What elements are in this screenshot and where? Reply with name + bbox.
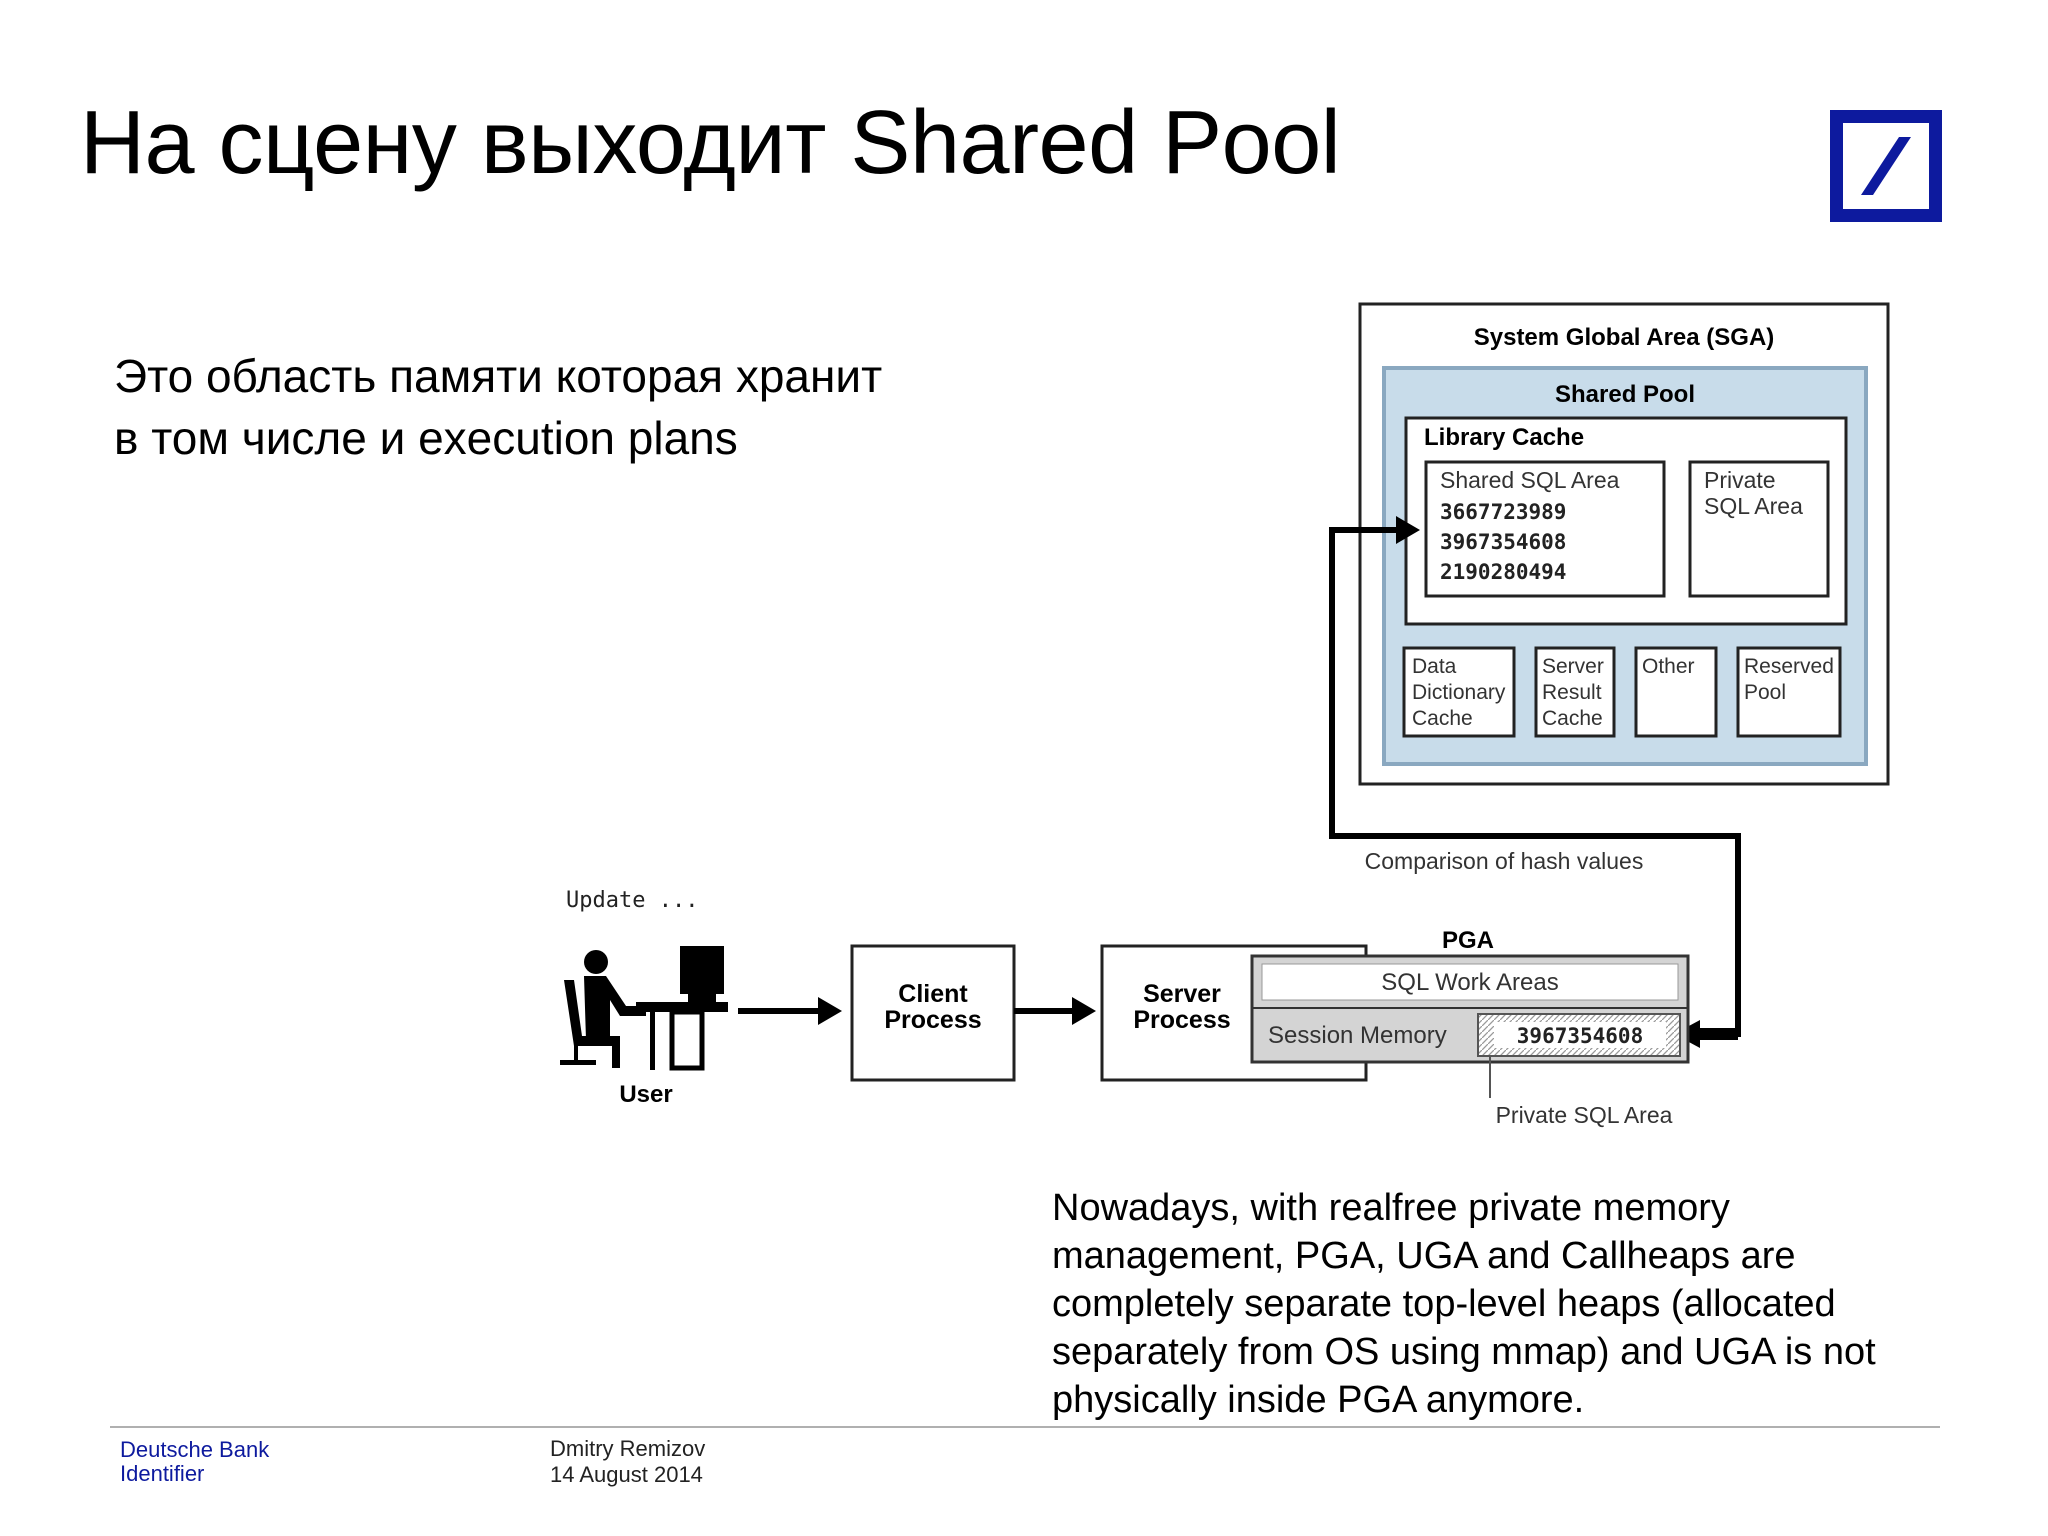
hash-value: 2190280494 (1440, 560, 1566, 584)
footer-author-name: Dmitry Remizov (550, 1436, 706, 1461)
footer-divider (110, 1426, 1940, 1428)
other-label: Other (1642, 655, 1695, 678)
hash-value: 3667723989 (1440, 500, 1566, 524)
footer-author: Dmitry Remizov 14 August 2014 (550, 1436, 705, 1488)
shared-sql-area-box (1424, 460, 1666, 598)
user-at-computer-icon (560, 946, 728, 1071)
data-dictionary-cache-line: Cache (1412, 707, 1473, 730)
private-sql-area-line: SQL Area (1704, 493, 1803, 519)
sga-title: System Global Area (SGA) (1474, 324, 1775, 351)
library-cache-title: Library Cache (1424, 424, 1584, 451)
private-sql-area-caption: Private SQL Area (1496, 1102, 1673, 1128)
shared-pool-title: Shared Pool (1555, 381, 1695, 408)
arrowhead-icon (1072, 997, 1096, 1025)
deutsche-bank-logo (1830, 110, 1942, 222)
intro-line-2: в том числе и execution plans (114, 412, 738, 464)
realfree-note: Nowadays, with realfree private memory m… (1052, 1187, 1876, 1421)
arrowhead-icon (1396, 516, 1420, 544)
session-memory-label: Session Memory (1268, 1022, 1447, 1049)
server-result-cache-line: Cache (1542, 707, 1603, 730)
other-box (1634, 646, 1718, 738)
sql-work-areas-label: SQL Work Areas (1381, 969, 1558, 996)
server-result-cache-box (1534, 646, 1616, 738)
server-process-line: Process (1133, 1006, 1230, 1034)
slide-title: На сцену выходит Shared Pool (80, 93, 1341, 193)
hash-value: 3967354608 (1440, 530, 1566, 554)
data-dictionary-cache-line: Data (1412, 655, 1457, 678)
footer-org-name: Deutsche Bank (120, 1437, 270, 1462)
footer-org-sub: Identifier (120, 1461, 205, 1486)
server-process-line: Server (1143, 980, 1221, 1008)
client-process-line: Process (884, 1006, 981, 1034)
intro-line-1: Это область памяти которая хранит (114, 350, 883, 402)
client-process-line: Client (898, 980, 968, 1008)
footer-date: 14 August 2014 (550, 1462, 703, 1487)
reserved-pool-line: Pool (1744, 681, 1786, 704)
intro-text: Это область памяти которая хранит в том … (114, 345, 882, 469)
shared-sql-area-label: Shared SQL Area (1440, 467, 1620, 493)
update-label: Update ... (566, 888, 698, 913)
pga-hash-value: 3967354608 (1517, 1024, 1643, 1048)
reserved-pool-box (1736, 646, 1842, 738)
logo-slash-icon (1861, 137, 1911, 195)
reserved-pool-line: Reserved (1744, 655, 1834, 678)
client-process-box (850, 944, 1016, 1082)
sql-work-areas-box (1261, 963, 1679, 1001)
footer-org: Deutsche Bank Identifier (120, 1438, 269, 1486)
server-result-cache-line: Result (1542, 681, 1602, 704)
comparison-label: Comparison of hash values (1365, 848, 1644, 874)
user-label: User (619, 1081, 672, 1108)
private-sql-area-box (1688, 460, 1830, 598)
server-result-cache-line: Server (1542, 655, 1604, 678)
private-sql-area-line: Private (1704, 467, 1776, 493)
data-dictionary-cache-line: Dictionary (1412, 681, 1506, 704)
arrowhead-icon (818, 997, 842, 1025)
pga-label: PGA (1442, 927, 1494, 954)
data-dictionary-cache-box (1402, 646, 1516, 738)
